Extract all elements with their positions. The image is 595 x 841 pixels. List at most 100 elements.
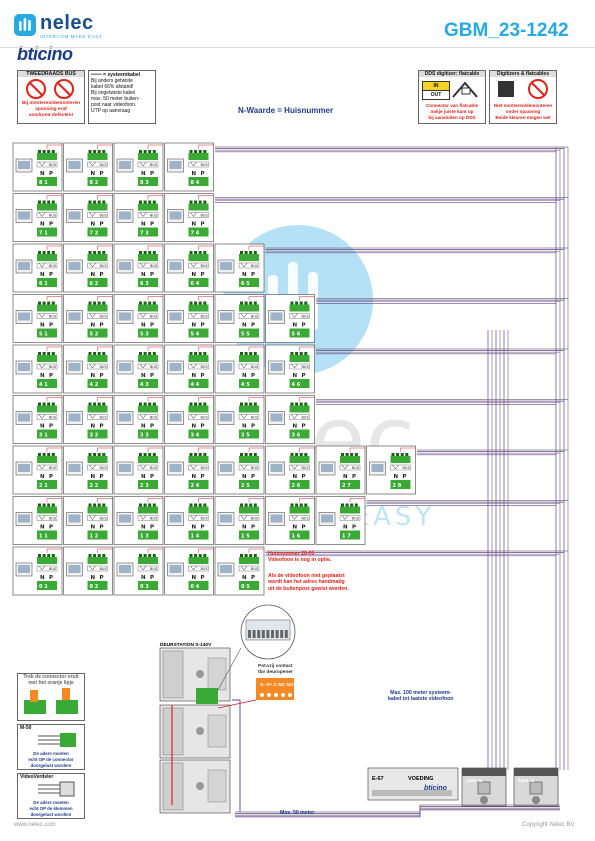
bus-connector — [137, 262, 159, 269]
bus-symbol — [139, 212, 147, 217]
terminal-screw — [253, 453, 257, 456]
terminal-screw — [38, 301, 41, 305]
monitor-screen — [18, 312, 30, 321]
address-switch — [138, 530, 158, 540]
address-switch — [188, 581, 209, 590]
n-label: N — [293, 474, 298, 480]
terminal-screw — [290, 301, 294, 305]
terminal-screw — [47, 200, 51, 204]
terminal-screw — [139, 554, 142, 557]
terminal-screw — [304, 503, 308, 507]
house-number: 4 5 — [241, 382, 250, 388]
address-switch — [289, 379, 310, 388]
terminal-screw — [47, 301, 51, 305]
terminal-screw — [244, 453, 248, 456]
n-label: N — [192, 373, 197, 379]
unit-wire — [248, 548, 264, 553]
bus-connector — [289, 313, 310, 319]
n-label: N — [394, 474, 399, 480]
bus-symbol — [139, 515, 147, 520]
bus-terminal — [87, 153, 108, 160]
bus-connector — [188, 363, 209, 370]
bus-label: BUS — [150, 315, 158, 319]
address-switch — [188, 328, 209, 338]
terminal-screw — [304, 352, 308, 355]
bus-terminal — [87, 456, 108, 463]
bus-label: BUS — [49, 517, 57, 521]
terminal-screw — [93, 200, 97, 204]
terminal-screw — [47, 402, 51, 406]
bus-connector — [87, 161, 108, 168]
terminal-screw — [396, 453, 400, 456]
bus-symbol — [38, 313, 46, 318]
bus-label: BUS — [201, 416, 209, 420]
terminal-screw — [350, 503, 354, 507]
bus-terminal — [87, 254, 108, 261]
monitor-screen — [321, 464, 333, 472]
n-label: N — [40, 272, 45, 278]
monitor-screen — [68, 464, 81, 472]
bus-connector — [188, 414, 209, 420]
p-label: P — [100, 272, 104, 278]
terminal-screw — [244, 503, 248, 507]
no-tool-icon — [26, 79, 74, 99]
monitor-screen — [68, 565, 81, 573]
bus-symbol — [38, 515, 46, 520]
footer-website: www.nelec.com — [14, 822, 56, 828]
verdeler-icon — [38, 781, 75, 797]
bus-connector — [238, 464, 260, 471]
bus-terminal — [390, 456, 411, 463]
bus-label: BUS — [100, 567, 108, 571]
terminal-screw — [148, 301, 152, 305]
monitor-screen — [270, 464, 283, 472]
bus-connector — [137, 565, 159, 572]
house-number: 3 6 — [292, 433, 301, 439]
bus-symbol — [392, 464, 399, 470]
bus-terminal — [289, 304, 310, 312]
unit-wire — [97, 447, 113, 452]
house-number: 5 4 — [191, 332, 200, 338]
house-number: 7 1 — [39, 231, 48, 237]
terminal-screw — [194, 554, 198, 557]
address-switch — [37, 227, 57, 237]
terminal-screw — [240, 301, 243, 305]
terminal-screw — [42, 251, 46, 254]
terminal-screw — [102, 301, 106, 305]
door-station-title: DEURSTATION S-140V — [160, 643, 212, 648]
p-label: P — [251, 424, 255, 430]
house-number: 0 4 — [191, 584, 200, 590]
terminal-screw — [290, 402, 294, 406]
unit-wire — [46, 548, 62, 553]
n-label: N — [192, 575, 197, 581]
bus-connector — [87, 515, 108, 521]
address-switch — [87, 227, 108, 237]
n-label: N — [192, 222, 197, 228]
power-label: E-67 — [372, 776, 384, 782]
terminal-screw — [198, 402, 202, 406]
n-label: N — [242, 424, 247, 430]
n-label: N — [192, 323, 197, 329]
n-label: N — [242, 373, 247, 379]
terminal-screw — [198, 251, 202, 254]
p-label: P — [302, 474, 306, 480]
p-label: P — [201, 575, 205, 581]
bus-connector — [36, 212, 58, 218]
terminal-screw — [143, 554, 147, 557]
bus-terminal — [87, 203, 108, 211]
unit-wire — [97, 296, 113, 301]
terminal-screw — [189, 503, 193, 507]
house-number: 1 5 — [241, 534, 250, 540]
p-label: P — [100, 171, 104, 177]
house-number: 8 3 — [140, 180, 149, 186]
distributor-model-1: 3468 41 — [466, 778, 483, 783]
terminal-screw — [47, 251, 51, 254]
bus-terminal — [239, 405, 259, 413]
house-number: 3 4 — [191, 433, 200, 439]
unit-wire — [147, 346, 163, 351]
terminal-screw — [102, 150, 106, 153]
